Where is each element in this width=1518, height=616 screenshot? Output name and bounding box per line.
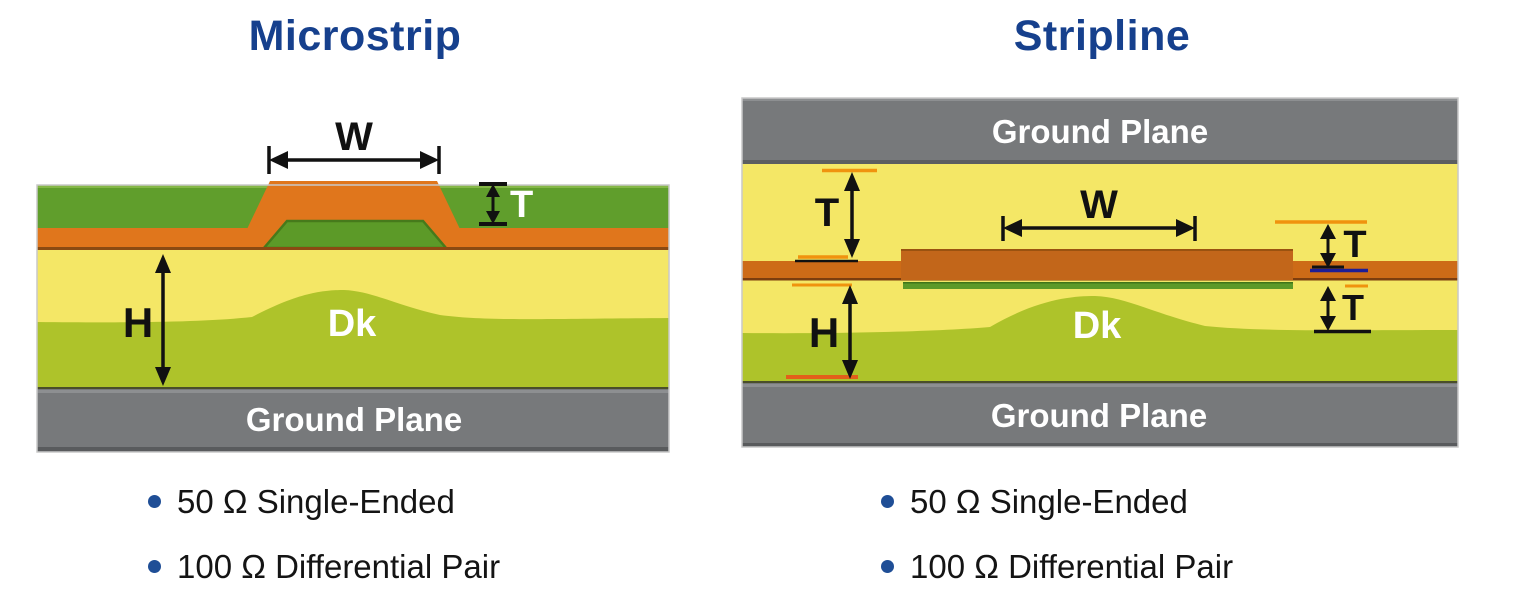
stripline-outline: [741, 97, 1459, 448]
microstrip-bullet-single-ended: 50 Ω Single-Ended: [177, 483, 455, 520]
stripline-trace-mask-strip: [903, 282, 1293, 289]
microstrip-t-label: T: [510, 184, 533, 226]
stripline-ground-plane-top-label: Ground Plane: [992, 113, 1208, 150]
stripline-ground-plane-bottom: [742, 383, 1458, 447]
bottom-plane-bottom-edge: [742, 443, 1458, 447]
w-arrowhead-left: [269, 151, 288, 169]
right-t-upper-arrowhead-down: [1320, 253, 1336, 268]
plane-bottom-edge: [37, 447, 669, 452]
stripline-left-t-label: T: [815, 191, 839, 235]
microstrip-core-layer: [37, 290, 669, 390]
stripline-title: Stripline: [1013, 12, 1191, 60]
stripline-bullet-differential: 100 Ω Differential Pair: [910, 548, 1234, 585]
right-t-lower-arrowhead-down: [1320, 316, 1336, 331]
w-arrowhead-right: [420, 151, 439, 169]
bullet-dot-icon: [148, 560, 161, 573]
bottom-plane-highlight: [742, 384, 1458, 387]
microstrip-dk-label: Dk: [328, 303, 377, 345]
top-plane-highlight: [742, 98, 1458, 101]
list-item: 100 Ω Differential Pair: [148, 545, 500, 589]
microstrip-bullet-list: 50 Ω Single-Ended 100 Ω Differential Pai…: [148, 480, 500, 610]
top-plane-bottom-edge: [742, 160, 1458, 164]
left-t-arrowhead-up: [844, 172, 860, 191]
stripline-core-layer: [742, 296, 1458, 383]
microstrip-ground-plane: [37, 389, 669, 452]
bullet-dot-icon: [881, 560, 894, 573]
microstrip-h-label: H: [123, 299, 153, 346]
microstrip-ground-plane-label: Ground Plane: [246, 401, 462, 438]
bullet-dot-icon: [881, 495, 894, 508]
stripline-right-t-upper-label: T: [1343, 224, 1366, 266]
plane-top-highlight: [37, 390, 669, 393]
h-arrowhead-down: [155, 367, 171, 386]
microstrip-title: Microstrip: [248, 12, 462, 60]
stripline-diagram: T W H T T Dk Ground: [741, 97, 1459, 448]
list-item: 50 Ω Single-Ended: [881, 480, 1233, 524]
stripline-h-arrowhead-up: [842, 285, 858, 304]
left-t-arrowhead-down: [844, 239, 860, 258]
stripline-ground-plane-top: [742, 98, 1458, 164]
stripline-bullet-single-ended: 50 Ω Single-Ended: [910, 483, 1188, 520]
stripline-bullet-list: 50 Ω Single-Ended 100 Ω Differential Pai…: [881, 480, 1233, 610]
microstrip-w-label: W: [335, 115, 373, 159]
stripline-w-arrowhead-left: [1003, 219, 1022, 237]
t-arrowhead-up: [486, 184, 500, 197]
right-t-lower-arrowhead-up: [1320, 286, 1336, 301]
stripline-right-t-lower-label: T: [1342, 287, 1364, 328]
microstrip-diagram: W T H Dk Ground Plane: [36, 115, 670, 453]
microstrip-trace-inner-mask: [261, 219, 449, 250]
stripline-w-dimension-arrow: [1001, 216, 1197, 241]
trace-top-edge: [901, 249, 1293, 251]
stripline-w-arrowhead-right: [1176, 219, 1195, 237]
stripline-h-arrowhead-down: [842, 360, 858, 379]
list-item: 100 Ω Differential Pair: [881, 545, 1233, 589]
list-item: 50 Ω Single-Ended: [148, 480, 500, 524]
h-arrowhead-up: [155, 254, 171, 273]
microstrip-bullet-differential: 100 Ω Differential Pair: [177, 548, 501, 585]
stripline-copper-trace: [901, 249, 1293, 280]
trace-mask-strip-edge: [903, 282, 1293, 284]
stripline-ground-plane-bottom-label: Ground Plane: [991, 397, 1207, 434]
bullet-dot-icon: [148, 495, 161, 508]
copper-bottom-edge: [37, 247, 669, 250]
t-arrowhead-down: [486, 211, 500, 224]
stripline-core-plane-boundary: [742, 381, 1458, 383]
stripline-w-label: W: [1080, 183, 1118, 227]
microstrip-outline: [36, 184, 670, 453]
core-plane-boundary: [37, 387, 669, 390]
stripline-h-label: H: [809, 309, 839, 356]
right-t-upper-arrowhead-up: [1320, 224, 1336, 239]
stripline-dk-label: Dk: [1073, 305, 1122, 347]
